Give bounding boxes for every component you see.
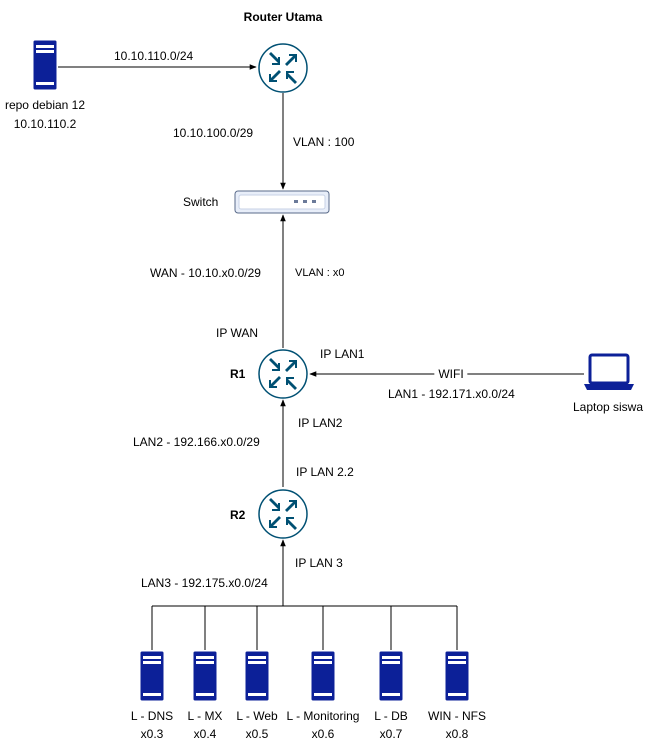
ip-wan-label: IP WAN [216,326,259,340]
server-db-ip: x0.7 [379,727,403,741]
link-label-lan3: LAN3 - 192.175.x0.0/24 [141,576,268,590]
server-nfs-ip: x0.8 [445,727,469,741]
server-monitoring-ip: x0.6 [311,727,335,741]
link-label-router-switch: 10.10.100.0/29 [173,126,254,140]
server-mx-name: L - MX [187,709,223,723]
server-mx-ip: x0.4 [193,727,217,741]
link-label-repo: 10.10.110.0/24 [114,49,194,63]
link-label-wan: WAN - 10.10.x0.0/29 [150,266,261,280]
link-label-lan2: LAN2 - 192.166.x0.0/29 [133,435,260,449]
server-monitoring-icon[interactable] [311,651,335,701]
server-web-icon[interactable] [245,651,269,701]
server-monitoring-name: L - Monitoring [286,709,360,723]
ip-lan1-label: IP LAN1 [320,347,365,361]
link-label-lan1: LAN1 - 192.171.x0.0/24 [388,387,515,401]
link-label-vlan100: VLAN : 100 [293,135,355,149]
server-dns-label: L - DNS x0.3 [131,709,173,741]
router-utama-icon[interactable] [258,43,308,93]
server-web-ip: x0.5 [245,727,269,741]
r2-label: R2 [230,508,246,522]
server-db-icon[interactable] [379,651,403,701]
repo-ip: 10.10.110.2 [13,117,77,131]
switch-label: Switch [183,195,219,209]
repo-server-icon[interactable] [33,40,57,90]
server-nfs-icon[interactable] [445,651,469,701]
wifi-label: WIFI [434,367,468,381]
r1-router-icon[interactable] [258,349,308,399]
repo-name: repo debian 12 [4,98,86,112]
laptop-icon[interactable] [584,353,634,390]
ip-lan2-label: IP LAN2 [298,416,343,430]
link-label-vlan-x0: VLAN : x0 [295,267,345,279]
r2-router-icon[interactable] [258,489,308,539]
server-mx-icon[interactable] [193,651,217,701]
diagram-title: Router Utama [243,10,323,24]
server-mx-label: L - MX x0.4 [188,709,223,741]
server-dns-name: L - DNS [130,709,174,723]
server-db-label: L - DB x0.7 [374,709,408,741]
server-dns-ip: x0.3 [140,727,164,741]
server-web-label: L - Web x0.5 [236,709,277,741]
r1-label: R1 [230,367,246,381]
ip-lan22-label: IP LAN 2.2 [296,465,354,479]
server-nfs-label: WIN - NFS x0.8 [428,709,486,741]
laptop-label: Laptop siswa [572,400,644,414]
server-db-name: L - DB [374,709,408,723]
server-monitoring-label: L - Monitoring x0.6 [287,709,360,741]
server-nfs-name: WIN - NFS [428,709,486,723]
switch-icon[interactable] [234,190,330,214]
ip-lan3-label: IP LAN 3 [295,556,343,570]
server-dns-icon[interactable] [140,651,164,701]
server-web-name: L - Web [236,709,278,723]
